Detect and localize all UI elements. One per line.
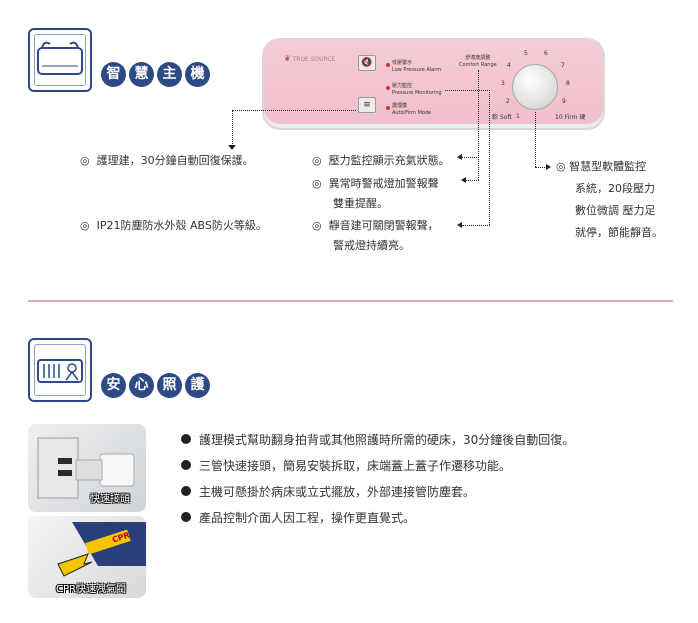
comfort-dial[interactable] — [512, 64, 558, 110]
firm-label: 10 Firm 硬 — [555, 114, 586, 121]
feature-alarm-cont: 雙重提醒。 — [333, 197, 388, 210]
feature-smart-software: ◎ 智慧型軟體監控 — [556, 160, 647, 173]
bullet-dot — [181, 512, 191, 522]
photo-label-quick-connector: 快速接頭 — [90, 494, 130, 505]
brand-text: TRUE SOURCE — [292, 56, 336, 63]
feature-smart-software-2: 系統，20段壓力 — [575, 182, 655, 195]
arrow-left-icon — [461, 177, 466, 183]
speaker-mute-icon: 🔇 — [361, 58, 373, 68]
care-title: 安 心 照 護 — [101, 373, 210, 398]
auto-firm-label: 護理模 Auto/Firm Mode — [392, 103, 432, 116]
feature-alarm: ◎ 異常時警戒燈加警報聲 — [312, 177, 439, 190]
dial-number: 5 — [524, 50, 528, 57]
feature-pressure-monitor: ◎ 壓力監控顯示充氣狀態。 — [312, 154, 450, 167]
title-char: 主 — [157, 62, 182, 87]
dial-number: 3 — [501, 80, 505, 87]
air-pump-icon — [37, 41, 83, 75]
feature-mute-cont: 警戒燈持續亮。 — [333, 239, 410, 252]
cpr-valve-photo: CPR CPR快速洩氣閥 — [28, 516, 146, 598]
mattress-person-icon — [37, 359, 83, 383]
dial-number: 6 — [544, 50, 548, 57]
dial-number: 8 — [566, 80, 570, 87]
arrow-left-icon — [457, 222, 462, 228]
mattress-icon-box — [28, 338, 92, 402]
bullet-dot — [181, 486, 191, 496]
title-char: 智 — [101, 62, 126, 87]
arrow-down-icon — [228, 145, 236, 150]
dial-number: 2 — [506, 98, 510, 105]
care-bullet-3: 主機可懸掛於病床或立式擺放，外部連接管防塵套。 — [199, 485, 476, 499]
pump-icon-box — [28, 28, 92, 92]
title-char: 心 — [129, 373, 154, 398]
soft-label: 軟 Soft — [492, 114, 512, 121]
mode-button[interactable]: ≡ — [358, 97, 376, 113]
dial-number: 7 — [561, 62, 565, 69]
title-char: 機 — [185, 62, 210, 87]
title-char: 護 — [185, 373, 210, 398]
dial-number: 4 — [507, 62, 511, 69]
low-pressure-led — [386, 63, 390, 67]
dial-number: 9 — [562, 98, 566, 105]
care-bullet-1: 護理模式幫助翻身拍背或其他照護時所需的硬床，30分鐘後自動回復。 — [199, 433, 575, 447]
care-bullet-4: 產品控制介面人因工程，操作更直覺式。 — [199, 511, 416, 525]
bullet-dot — [181, 434, 191, 444]
quick-connector-photo: 快速接頭 — [28, 424, 146, 512]
feature-smart-software-3: 數位微調 壓力足 — [575, 204, 656, 217]
feature-smart-software-4: 就停，節能靜音。 — [575, 226, 663, 239]
mute-button[interactable]: 🔇 — [358, 55, 376, 71]
comfort-range-label: 舒適度調整 Comfort Range — [459, 55, 497, 68]
low-pressure-label: 低壓警示 Low Pressure Alarm — [392, 60, 442, 73]
title-char: 照 — [157, 373, 182, 398]
arrow-left-icon — [457, 154, 462, 160]
section-divider — [28, 300, 673, 302]
feature-mute: ◎ 靜音建可關閉警報聲， — [312, 219, 439, 232]
arrow-right-icon — [546, 164, 551, 170]
title-char: 慧 — [129, 62, 154, 87]
smart-host-title: 智 慧 主 機 — [101, 62, 210, 87]
menu-lines-icon: ≡ — [363, 100, 371, 110]
feature-care-mode: ◎ 護理建，30分鐘自動回復保護。 — [80, 154, 254, 167]
pressure-monitor-label: 壓力監控 Pressure Monitoring — [392, 83, 442, 96]
brand-logo: ❦ TRUE SOURCE — [284, 54, 335, 63]
auto-firm-led — [386, 106, 390, 110]
title-char: 安 — [101, 373, 126, 398]
care-bullet-2: 三管快速接頭，簡易安裝拆取，床端蓋上蓋子作遷移功能。 — [199, 459, 512, 473]
connector-illustration — [37, 437, 135, 499]
feature-ip21: ◎ IP21防塵防水外殼 ABS防火等級。 — [80, 219, 267, 232]
dial-number: 1 — [516, 113, 520, 120]
logo-mark-icon: ❦ — [284, 54, 291, 63]
photo-label-cpr: CPR快速洩氣閥 — [56, 584, 126, 595]
cpr-illustration — [57, 522, 146, 577]
pressure-monitor-led — [386, 86, 390, 90]
bullet-dot — [181, 460, 191, 470]
